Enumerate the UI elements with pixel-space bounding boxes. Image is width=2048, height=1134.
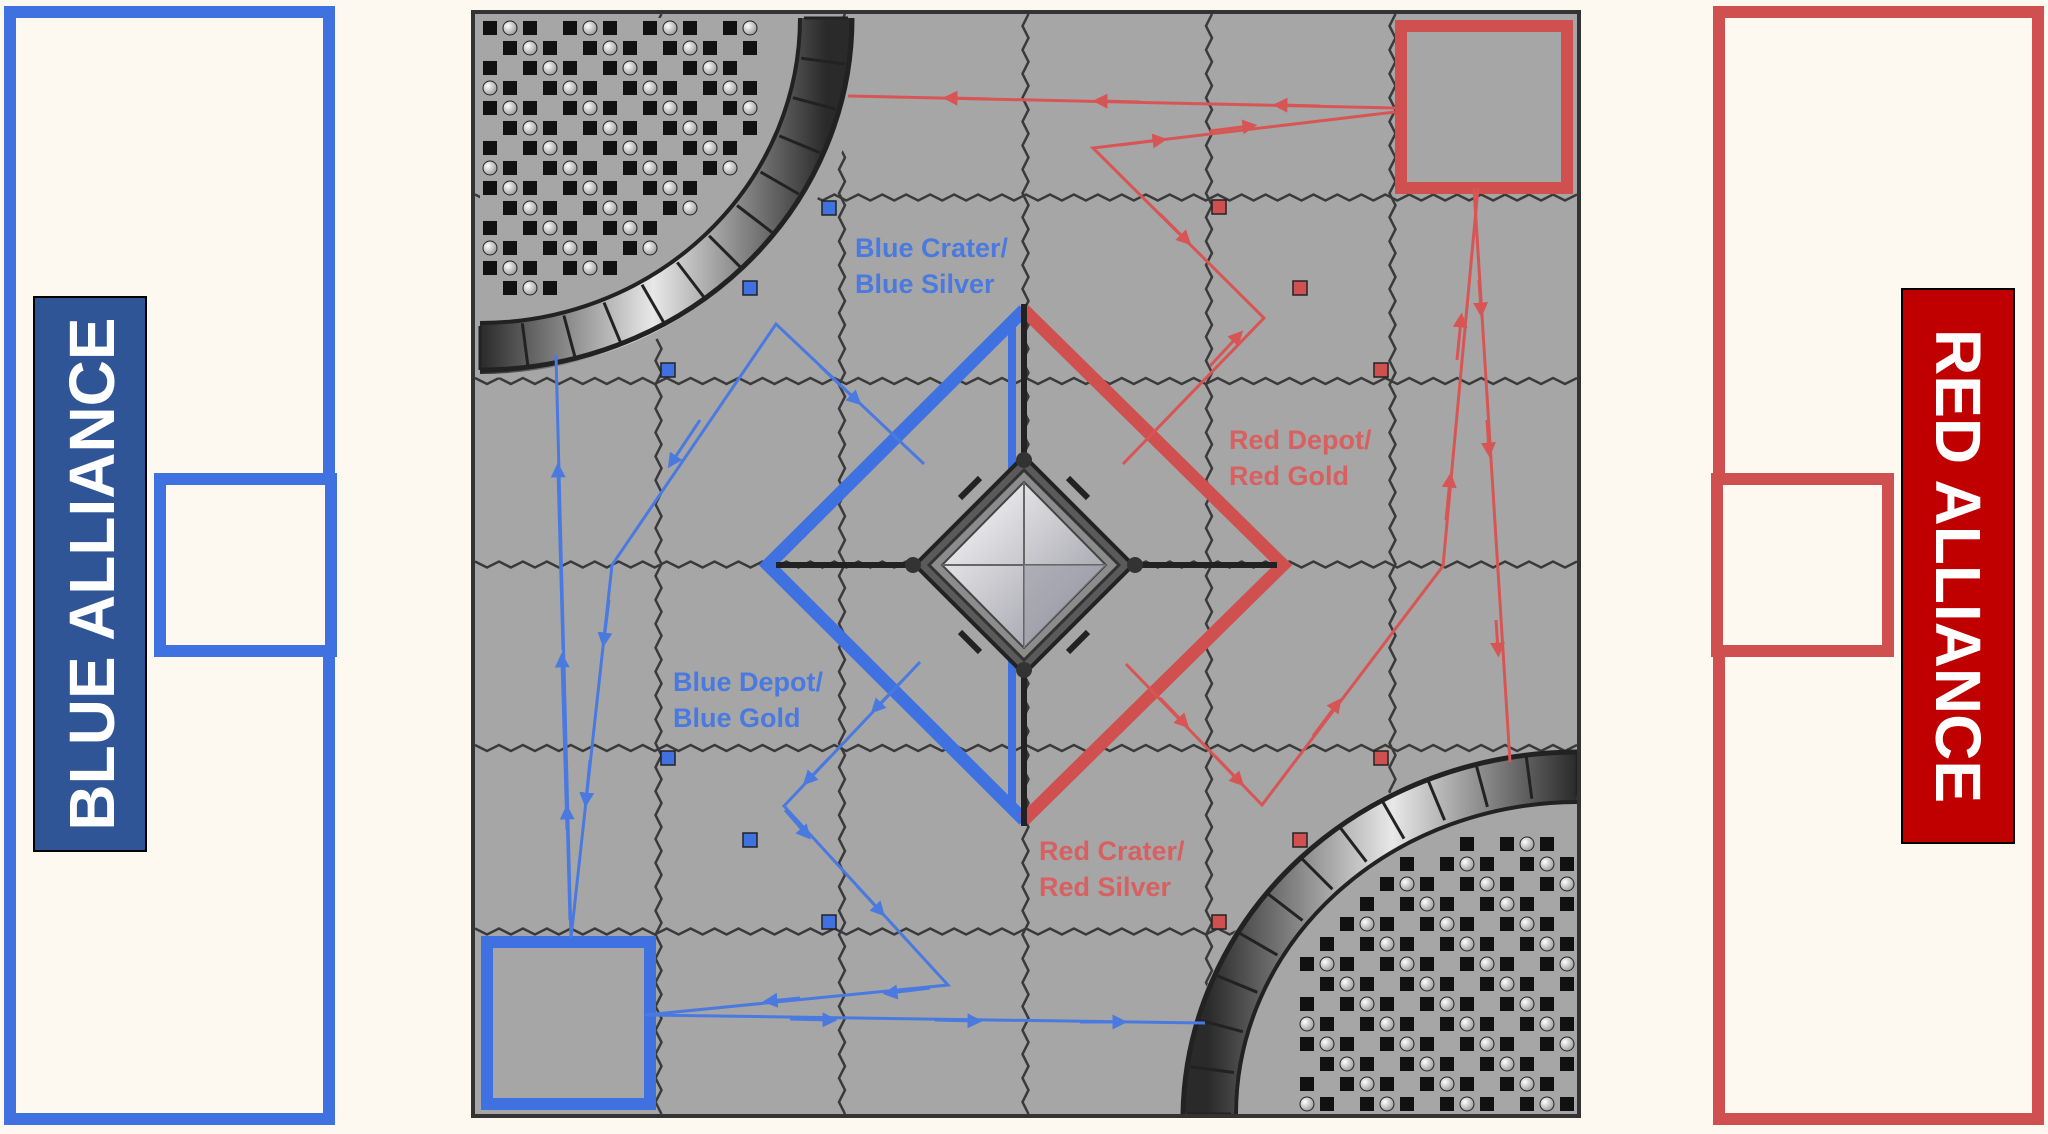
red-depot-label: Red Depot/ Red Gold: [1229, 425, 1379, 491]
red-alliance-station: RED ALLIANCE: [1711, 6, 2044, 1125]
blue-alliance-banner: BLUE ALLIANCE: [33, 296, 147, 852]
depot-icon: [481, 936, 656, 1110]
blue-alliance-station: BLUE ALLIANCE: [4, 6, 337, 1125]
field-labels: Blue Crater/ Blue Silver Blue Depot/ Blu…: [673, 233, 1379, 902]
blue-robot-paths: [550, 321, 1206, 1030]
red-crater-label: Red Crater/ Red Silver: [1039, 836, 1192, 902]
field-markers: [660, 199, 1389, 930]
red-alliance-label: RED ALLIANCE: [1922, 329, 1994, 803]
red-robot-paths: [847, 90, 1512, 808]
blue-alliance-label: BLUE ALLIANCE: [56, 317, 128, 830]
depot-icon: [1395, 20, 1573, 194]
crater-icon: [478, 16, 870, 378]
red-alliance-banner: RED ALLIANCE: [1901, 288, 2015, 844]
blue-crater-label: Blue Crater/ Blue Silver: [855, 233, 1016, 299]
playing-field: Blue Crater/ Blue Silver Blue Depot/ Blu…: [471, 10, 1581, 1118]
crater-icon: [1180, 749, 1577, 1114]
lander-icon: [758, 304, 1293, 826]
blue-depot-label: Blue Depot/ Blue Gold: [673, 667, 831, 733]
